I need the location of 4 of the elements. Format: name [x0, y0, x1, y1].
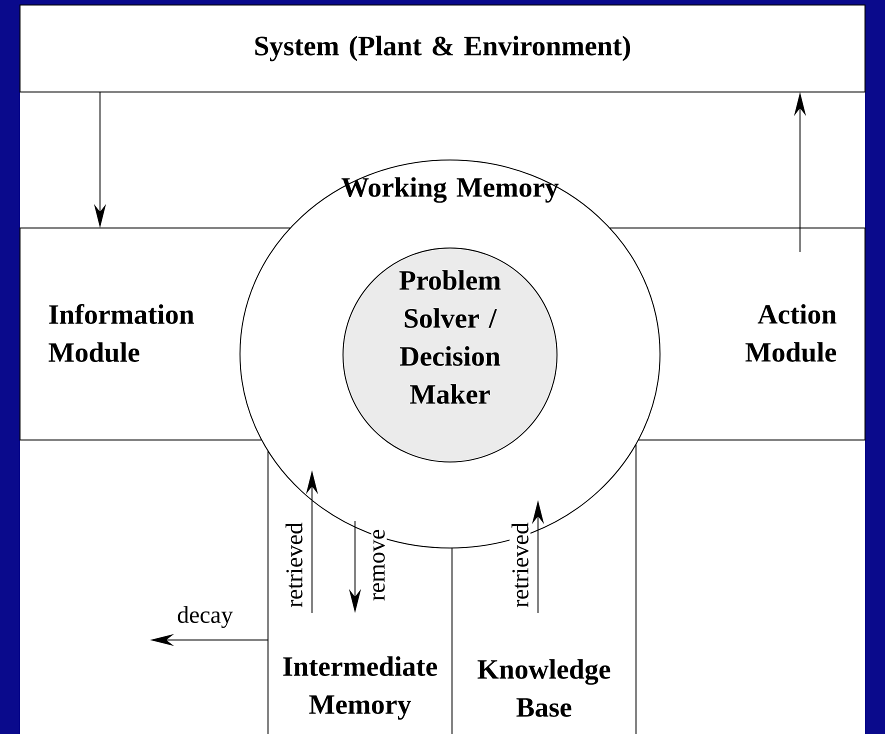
- edge-label: retrieved: [510, 520, 530, 610]
- edge-label: remove: [371, 527, 387, 603]
- edge-label: decay: [175, 604, 235, 630]
- system-box: System (Plant & Environment): [20, 4, 866, 92]
